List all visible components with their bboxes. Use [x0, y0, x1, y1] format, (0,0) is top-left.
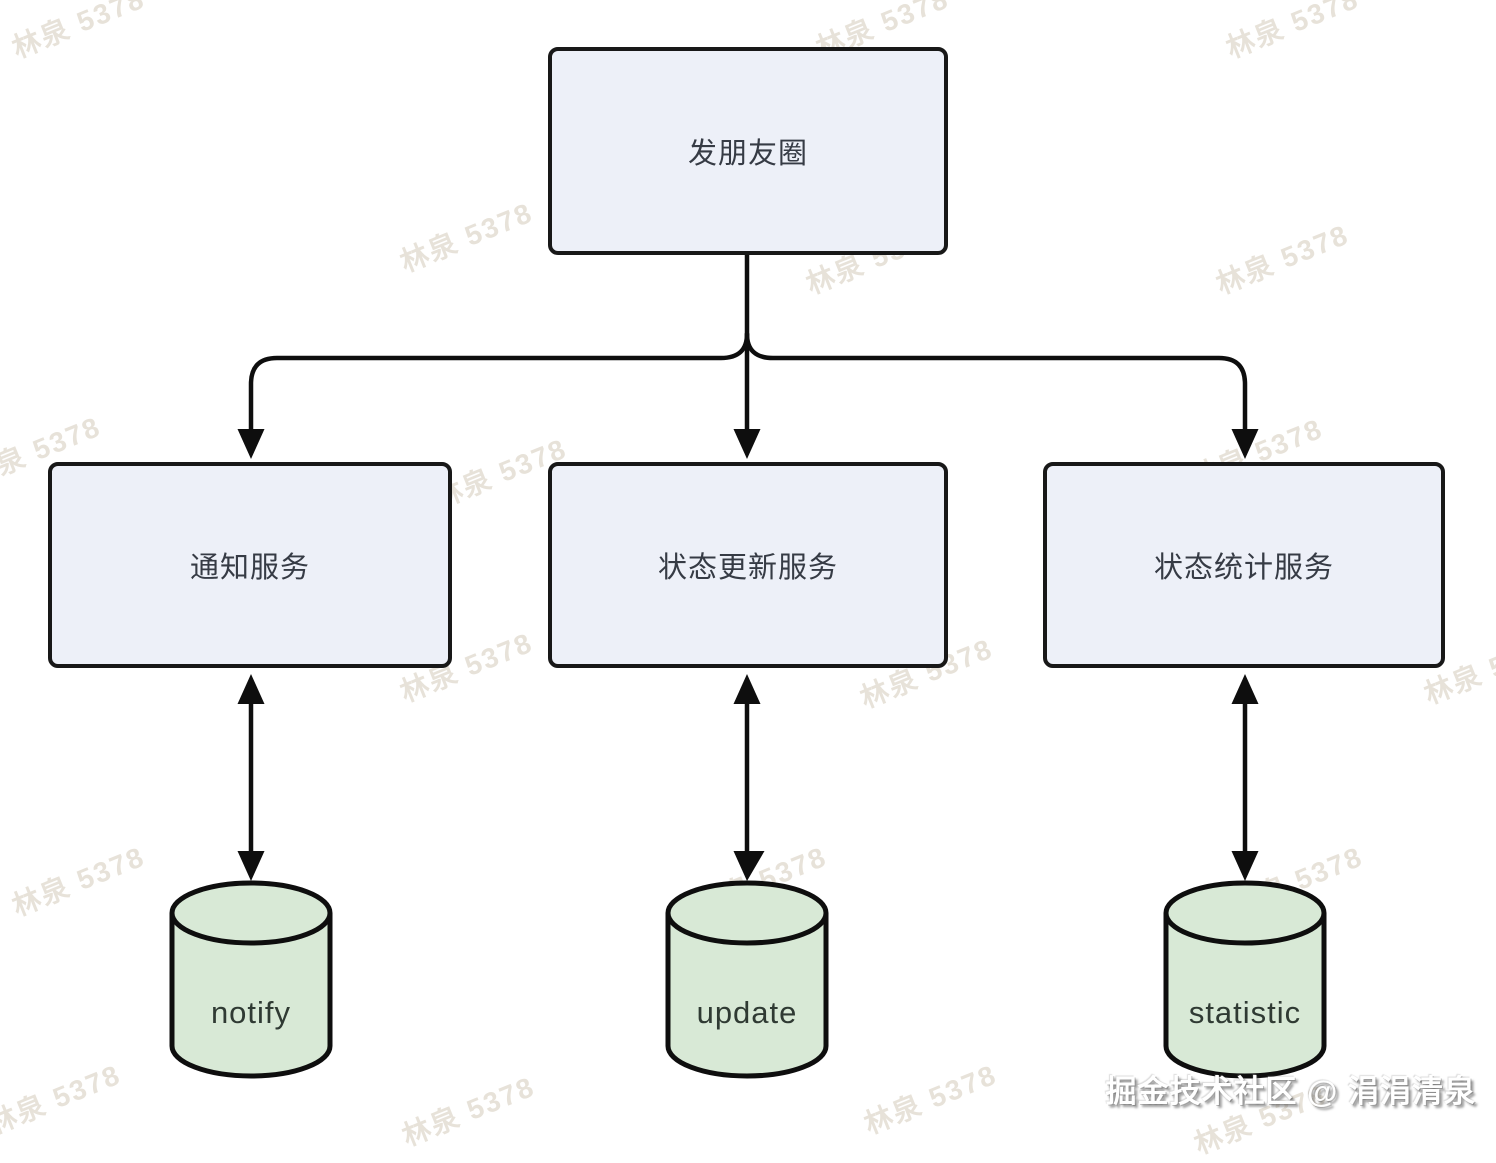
database-cylinder-update [665, 880, 829, 1079]
arrowhead-down-icon [237, 429, 265, 459]
db-label-statistic: statistic [1188, 995, 1302, 1030]
node-label: 发朋友圈 [687, 138, 808, 170]
arrowhead-down-icon [733, 851, 765, 881]
attribution-text: 掘金技术社区 @ 涓涓清泉 [1105, 1074, 1476, 1109]
db-label-notify: notify [210, 995, 292, 1030]
arrowhead-down-icon [1231, 429, 1259, 459]
node-notify-service: 通知服务 [48, 462, 452, 668]
database-cylinder-statistic [1163, 880, 1327, 1079]
arrowhead-down-icon [733, 429, 761, 459]
arrowhead-up-icon [1231, 674, 1259, 704]
arrowhead-up-icon [237, 674, 265, 704]
node-label: 状态统计服务 [1153, 552, 1334, 584]
connector-layer [169, 252, 1327, 1079]
edge-root-to-statistic [744, 331, 1248, 433]
node-post-moments: 发朋友圈 [548, 47, 948, 255]
edge-root-to-notify [248, 331, 750, 433]
db-label-update: update [696, 995, 798, 1030]
database-cylinder-notify [169, 880, 333, 1079]
node-status-statistic-service: 状态统计服务 [1043, 462, 1445, 668]
node-label: 通知服务 [189, 552, 310, 584]
arrowhead-down-icon [237, 851, 265, 881]
node-label: 状态更新服务 [657, 552, 838, 584]
arrowhead-up-icon [733, 674, 761, 704]
node-status-update-service: 状态更新服务 [548, 462, 948, 668]
arrowhead-down-icon [1231, 851, 1259, 881]
